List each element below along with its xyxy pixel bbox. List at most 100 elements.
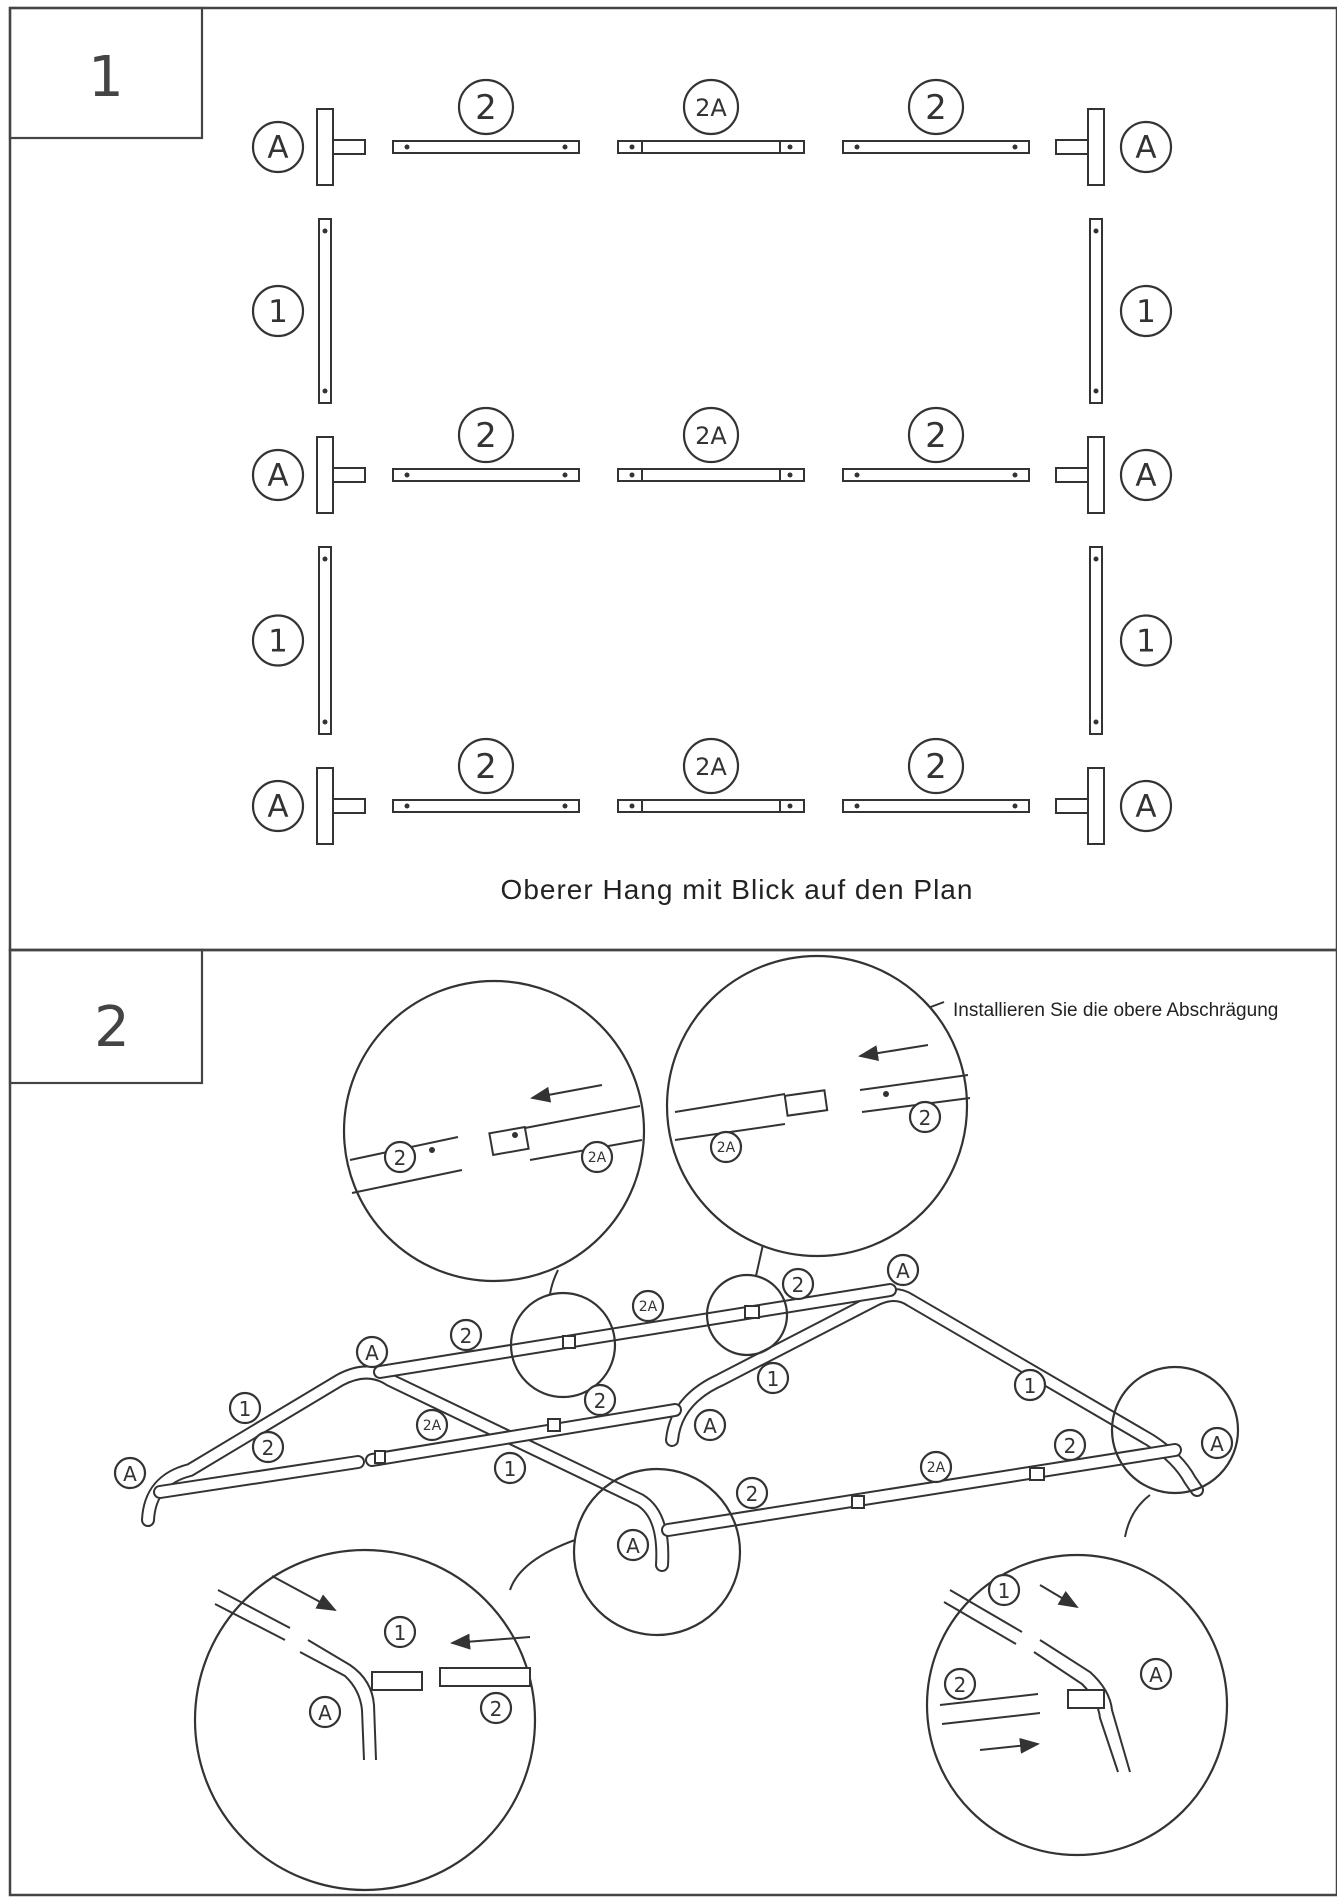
svg-text:1: 1 xyxy=(1024,1374,1037,1398)
label-part-2: 2 xyxy=(1053,1428,1087,1462)
frame-drawing xyxy=(141,1283,1204,1572)
label-part-2A: 2A xyxy=(631,1289,665,1323)
panel-1-caption: Oberer Hang mit Blick auf den Plan xyxy=(501,874,974,905)
bar-2A-middle xyxy=(617,799,805,813)
label-part-A: A xyxy=(616,1528,650,1562)
label-bar-2-left: 2 xyxy=(457,737,515,795)
svg-text:A: A xyxy=(365,1341,379,1365)
label-part-1: 1 xyxy=(987,1573,1021,1607)
svg-text:2: 2 xyxy=(475,88,497,128)
label-part-A: A xyxy=(113,1456,147,1490)
svg-text:A: A xyxy=(1135,458,1156,494)
svg-text:1: 1 xyxy=(394,1621,407,1645)
label-part-2: 2 xyxy=(383,1140,417,1174)
svg-text:2: 2 xyxy=(460,1324,473,1348)
bar-2-right xyxy=(842,468,1030,482)
corner-piece-right xyxy=(1055,436,1105,514)
svg-text:A: A xyxy=(896,1259,910,1283)
detail-corner-right xyxy=(925,1553,1229,1857)
label-part-1: 1 xyxy=(756,1361,790,1395)
svg-text:2: 2 xyxy=(792,1273,805,1297)
panel-step-2: 2 Installieren Sie die obere Abschrägung xyxy=(8,948,1337,1897)
label-part-A: A xyxy=(308,1695,342,1729)
svg-text:2: 2 xyxy=(925,88,947,128)
zoom-ring-ridge-joint xyxy=(509,1291,617,1399)
svg-text:2: 2 xyxy=(490,1697,503,1721)
detail-corner-front xyxy=(193,1548,537,1892)
svg-text:2A: 2A xyxy=(695,753,727,781)
svg-text:A: A xyxy=(267,789,288,825)
bar-2-right xyxy=(842,799,1030,813)
svg-text:2A: 2A xyxy=(423,1418,442,1434)
side-piece-right xyxy=(1089,218,1103,404)
label-bar-2-right: 2 xyxy=(907,737,965,795)
side-piece-left xyxy=(318,218,332,404)
svg-text:A: A xyxy=(703,1414,717,1438)
svg-text:A: A xyxy=(318,1701,332,1725)
svg-text:2A: 2A xyxy=(695,422,727,450)
svg-text:A: A xyxy=(123,1462,137,1486)
label-part-2A: 2A xyxy=(580,1140,614,1174)
label-bar-2-left: 2 xyxy=(457,406,515,464)
label-part-1: 1 xyxy=(493,1451,527,1485)
step-1-number: 1 xyxy=(88,45,124,110)
bar-2A-middle xyxy=(617,468,805,482)
svg-text:1: 1 xyxy=(998,1579,1011,1603)
svg-text:A: A xyxy=(1210,1432,1224,1456)
svg-text:2A: 2A xyxy=(717,1140,736,1156)
label-corner-left: A xyxy=(251,779,305,833)
corner-piece-left xyxy=(316,436,366,514)
install-note: Installieren Sie die obere Abschrägung xyxy=(953,1000,1278,1021)
label-side: 1 xyxy=(1119,614,1173,667)
step-2-number: 2 xyxy=(94,995,130,1060)
svg-text:1: 1 xyxy=(1136,294,1156,330)
corner-piece-right xyxy=(1055,767,1105,845)
label-side: 1 xyxy=(251,284,305,338)
zoom-ring-ridge-joint-2 xyxy=(705,1273,789,1357)
svg-text:2: 2 xyxy=(475,416,497,456)
svg-text:2A: 2A xyxy=(588,1150,607,1166)
svg-text:2: 2 xyxy=(925,747,947,787)
label-part-A: A xyxy=(693,1408,727,1442)
label-part-2A: 2A xyxy=(415,1408,449,1442)
label-corner-right: A xyxy=(1119,448,1173,502)
svg-text:2A: 2A xyxy=(639,1299,658,1315)
label-corner-right: A xyxy=(1119,779,1173,833)
detail-ridge-2-2A xyxy=(342,979,646,1283)
svg-text:2A: 2A xyxy=(927,1460,946,1476)
label-part-2A: 2A xyxy=(919,1450,953,1484)
svg-text:2: 2 xyxy=(746,1482,759,1506)
label-part-2: 2 xyxy=(449,1318,483,1352)
svg-text:2: 2 xyxy=(594,1389,607,1413)
bar-2-left xyxy=(392,799,580,813)
side-piece-right xyxy=(1089,546,1103,735)
side-piece-left xyxy=(318,546,332,735)
zoom-ring-right-corner xyxy=(1110,1365,1240,1495)
step-2-box xyxy=(8,948,204,1085)
step-1-box xyxy=(8,6,204,140)
svg-text:1: 1 xyxy=(239,1397,252,1421)
svg-text:2: 2 xyxy=(394,1146,407,1170)
svg-text:2A: 2A xyxy=(695,94,727,122)
svg-text:1: 1 xyxy=(504,1457,517,1481)
svg-text:2: 2 xyxy=(1064,1434,1077,1458)
svg-text:1: 1 xyxy=(1136,624,1156,660)
label-part-2: 2 xyxy=(781,1267,815,1301)
bar-2-left xyxy=(392,140,580,154)
svg-text:A: A xyxy=(1149,1663,1163,1687)
label-bar-2-right: 2 xyxy=(907,78,965,136)
svg-text:A: A xyxy=(1135,789,1156,825)
label-bar-2A-middle: 2A xyxy=(682,737,740,795)
bar-2-left xyxy=(392,468,580,482)
label-bar-2A-middle: 2A xyxy=(682,78,740,136)
label-corner-right: A xyxy=(1119,120,1173,174)
corner-piece-right xyxy=(1055,108,1105,186)
svg-text:2: 2 xyxy=(919,1106,932,1130)
svg-text:2: 2 xyxy=(954,1673,967,1697)
label-part-2: 2 xyxy=(908,1100,942,1134)
label-part-A: A xyxy=(1200,1426,1234,1460)
label-part-1: 1 xyxy=(383,1615,417,1649)
label-bar-2-right: 2 xyxy=(907,406,965,464)
